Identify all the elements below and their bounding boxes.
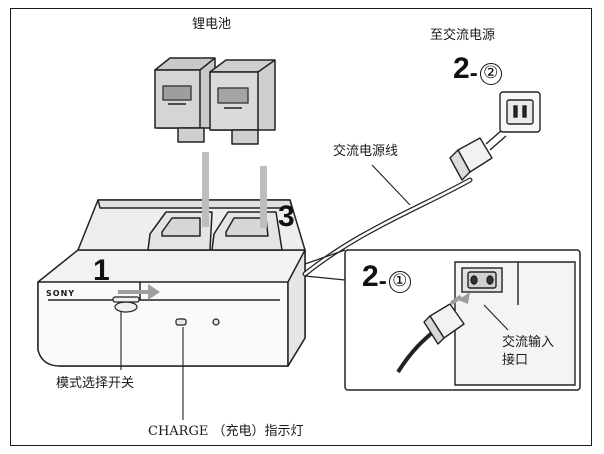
label-charge-indicator: CHARGE （充电）指示灯 — [148, 420, 303, 439]
step-2-2-sub: ② — [480, 63, 502, 85]
step-2-2-dash: - — [470, 60, 478, 87]
step-2-2-number: 2 — [453, 52, 470, 85]
wall-plug — [450, 130, 506, 180]
step-1-number: 1 — [93, 256, 110, 286]
brand-logo: SONY — [46, 289, 75, 298]
step-2-1-dash: - — [379, 268, 387, 295]
step-2-1-sub: ① — [389, 271, 411, 293]
wall-outlet — [500, 92, 540, 132]
label-ac-power-cord: 交流电源线 — [333, 140, 398, 159]
step-2-2-marker: 2-② — [453, 54, 502, 86]
step-2-1-number: 2 — [362, 260, 379, 293]
step-3-number: 3 — [278, 202, 295, 232]
label-ac-input-line1: 交流输入 — [502, 331, 554, 350]
battery-right — [210, 60, 275, 144]
battery-left — [155, 58, 215, 142]
label-ac-input-line2: 接口 — [502, 349, 528, 368]
step-2-1-marker: 2-① — [362, 262, 411, 294]
label-battery: 锂电池 — [192, 13, 231, 32]
label-mode-switch: 模式选择开关 — [56, 372, 134, 391]
mode-switch-icon — [113, 297, 139, 312]
inset-connector — [305, 250, 345, 280]
label-to-ac-power: 至交流电源 — [430, 24, 495, 43]
